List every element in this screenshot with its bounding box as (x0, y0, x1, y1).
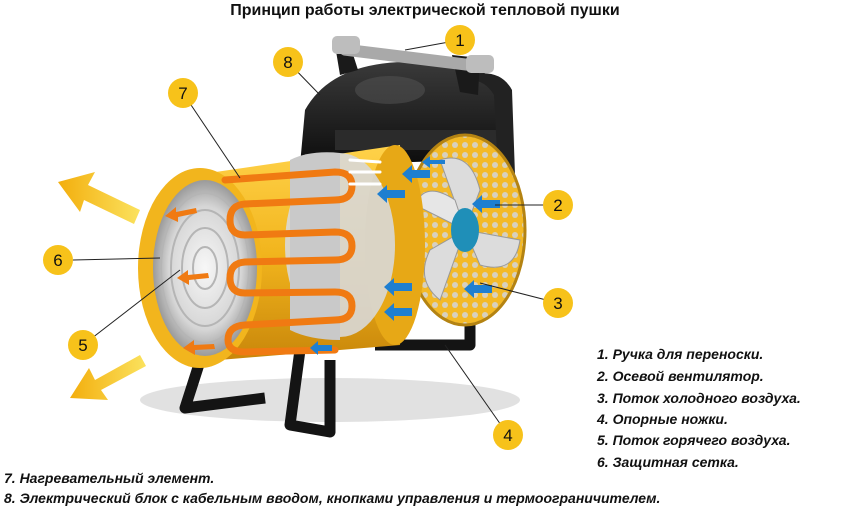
callout-3: 3 (543, 288, 573, 318)
callout-6-label: 6 (53, 251, 62, 270)
callout-2: 2 (543, 190, 573, 220)
callout-5: 5 (68, 330, 98, 360)
legend-item-1: 1. Ручка для переноски. (597, 346, 764, 362)
heating-element (221, 168, 356, 356)
callout-7-label: 7 (178, 84, 187, 103)
callout-8: 8 (273, 47, 303, 77)
hot-air-outflow-arrows (58, 172, 146, 400)
legend-item-4: 4. Опорные ножки. (597, 411, 728, 427)
cold-air-flow (310, 156, 500, 355)
callout-6: 6 (43, 245, 73, 275)
callout-5-label: 5 (78, 336, 87, 355)
legend-item-6: 6. Защитная сетка. (597, 454, 739, 470)
callout-7: 7 (168, 78, 198, 108)
carry-handle (332, 36, 494, 95)
diagram-title: Принцип работы электрической тепловой пу… (230, 2, 620, 19)
protective-grille (138, 168, 262, 368)
callout-1: 1 (445, 25, 475, 55)
callout-8-label: 8 (283, 53, 292, 72)
callout-2-label: 2 (553, 196, 562, 215)
legend-item-7: 7. Нагревательный элемент. (4, 470, 215, 486)
legend-item-3: 3. Поток холодного воздуха. (597, 390, 801, 406)
legend-item-2: 2. Осевой вентилятор. (597, 368, 764, 384)
callout-1-label: 1 (455, 31, 464, 50)
axial-fan (403, 133, 527, 327)
callout-4: 4 (493, 420, 523, 450)
legend-item-8: 8. Электрический блок с кабельным вводом… (4, 490, 661, 506)
callout-4-label: 4 (503, 426, 512, 445)
hot-air-flow (165, 207, 215, 355)
legend-item-5: 5. Поток горячего воздуха. (597, 432, 791, 448)
callout-3-label: 3 (553, 294, 562, 313)
